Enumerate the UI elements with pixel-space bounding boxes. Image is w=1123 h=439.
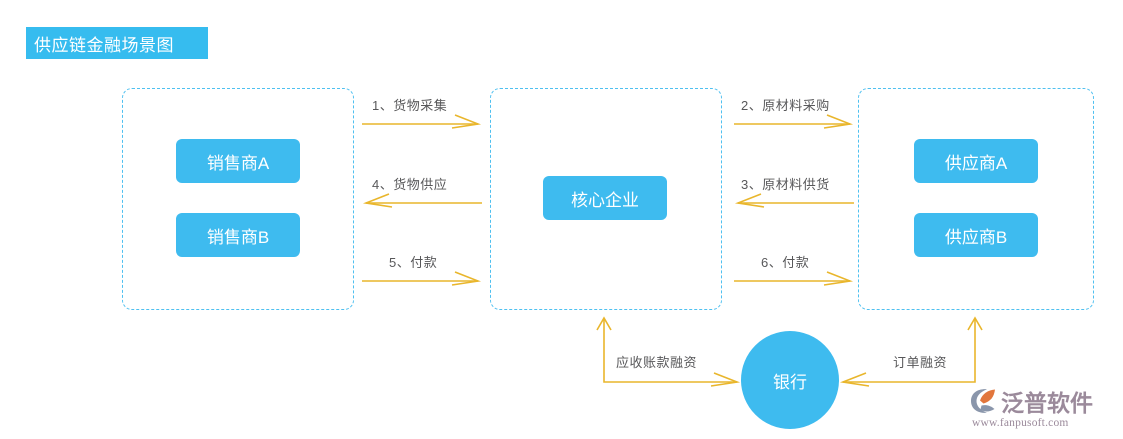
arrow-line-flow-ar bbox=[603, 318, 737, 383]
node-seller-b[interactable]: 销售商B bbox=[176, 213, 300, 257]
flow-label-5: 5、付款 bbox=[389, 255, 438, 270]
arrow-head-flow-1 bbox=[451, 114, 482, 129]
page-title: 供应链金融场景图 bbox=[34, 35, 174, 55]
arrow-head-flow-2 bbox=[823, 114, 854, 129]
zone-supplier bbox=[858, 88, 1094, 310]
arrow-head-flow-4 bbox=[362, 193, 393, 208]
node-supplier-a[interactable]: 供应商A bbox=[914, 139, 1038, 183]
flow-label-3: 3、原材料供货 bbox=[741, 177, 830, 192]
flow-label-accounts-receivable-financing: 应收账款融资 bbox=[616, 355, 698, 370]
node-core-enterprise[interactable]: 核心企业 bbox=[543, 176, 667, 220]
logo-row: 泛普软件 bbox=[968, 386, 1114, 416]
logo-url: www.fanpusoft.com bbox=[972, 417, 1069, 429]
zone-seller bbox=[122, 88, 354, 310]
flow-label-6: 6、付款 bbox=[761, 255, 810, 270]
arrow-head-flow-6 bbox=[823, 271, 854, 286]
node-supplier-b[interactable]: 供应商B bbox=[914, 213, 1038, 257]
arrow-head-flow-order-top bbox=[967, 316, 983, 331]
fanpu-logo-icon bbox=[971, 389, 995, 413]
flow-label-1: 1、货物采集 bbox=[372, 98, 448, 113]
flow-label-order-financing: 订单融资 bbox=[893, 355, 948, 370]
logo-wordmark: 泛普软件 bbox=[1001, 390, 1093, 416]
brand-logo: 泛普软件 www.fanpusoft.com bbox=[968, 386, 1114, 432]
arrow-head-flow-order bbox=[839, 372, 870, 387]
arrow-head-flow-3 bbox=[734, 193, 765, 208]
arrow-line-flow-order bbox=[843, 318, 976, 383]
zone-core-enterprise bbox=[490, 88, 722, 310]
flow-label-4: 4、货物供应 bbox=[372, 177, 448, 192]
node-bank[interactable]: 银行 bbox=[741, 331, 839, 429]
arrow-head-flow-ar bbox=[710, 372, 741, 387]
flow-label-2: 2、原材料采购 bbox=[741, 98, 830, 113]
arrow-head-flow-5 bbox=[451, 271, 482, 286]
arrow-head-flow-ar-top bbox=[596, 316, 612, 331]
node-seller-a[interactable]: 销售商A bbox=[176, 139, 300, 183]
page-title-bar: 供应链金融场景图 bbox=[26, 27, 208, 59]
